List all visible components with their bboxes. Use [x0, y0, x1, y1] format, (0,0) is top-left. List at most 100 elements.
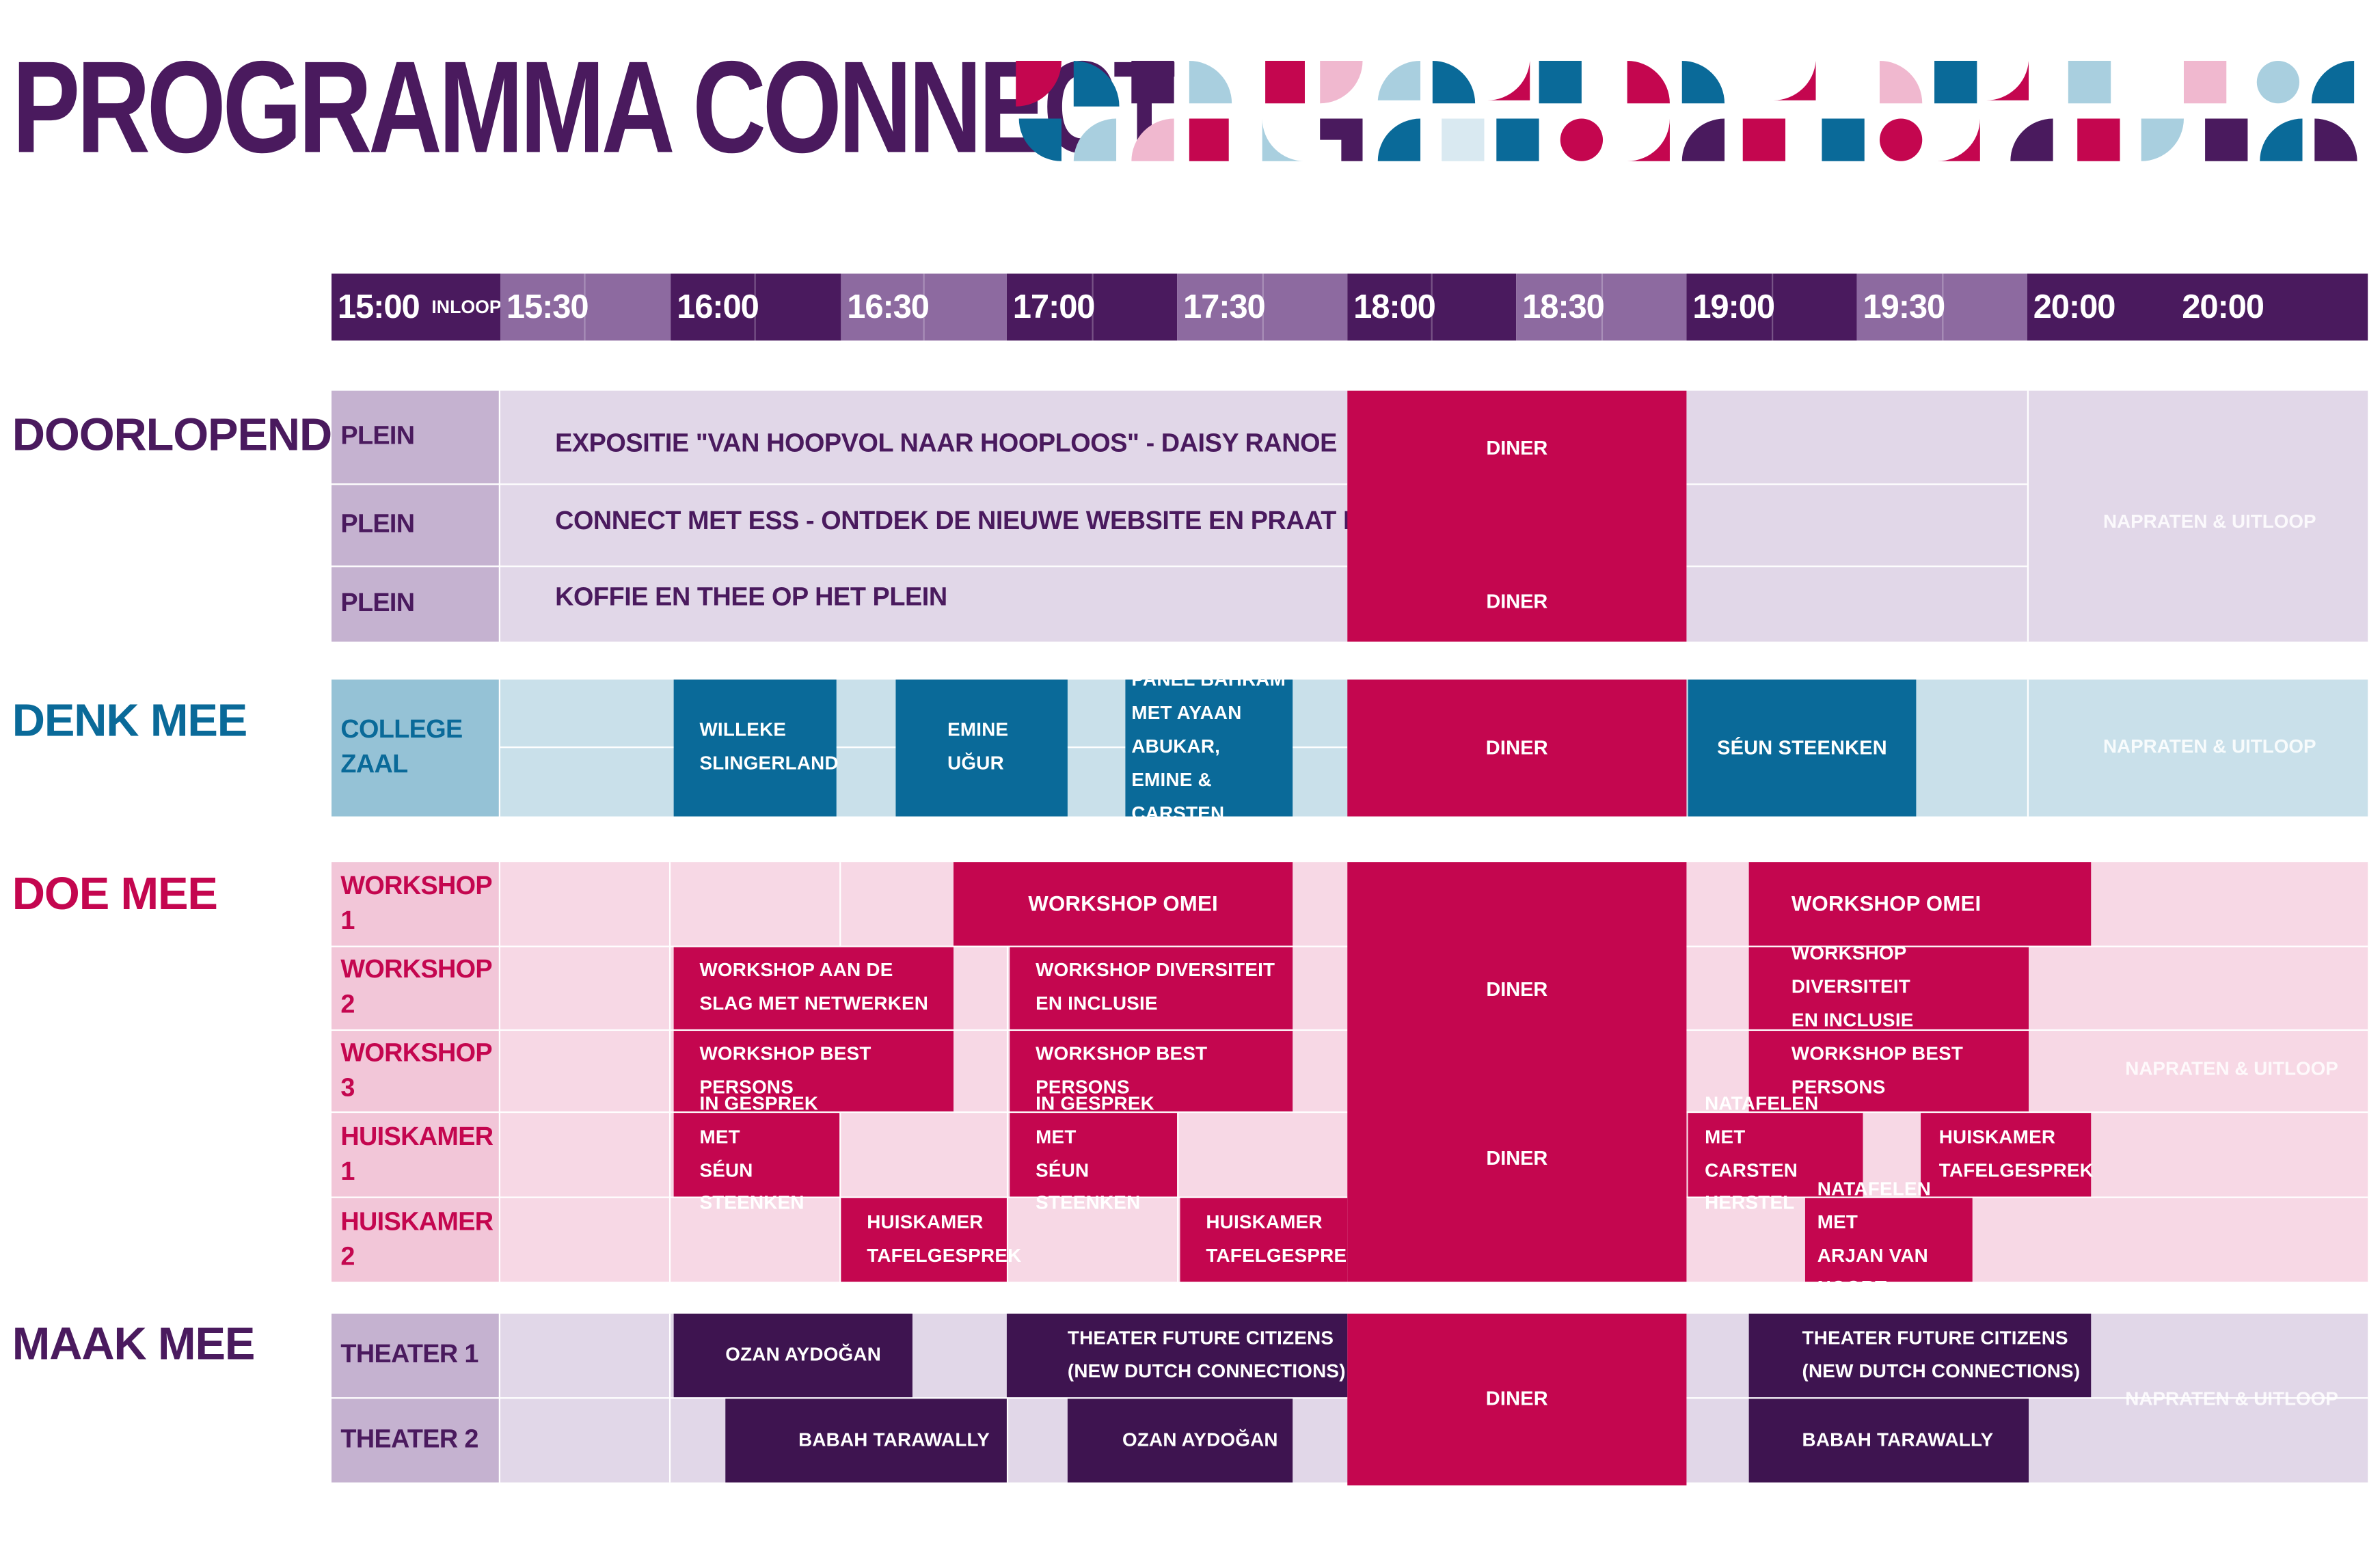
row-label-plein: PLEIN	[332, 485, 499, 566]
session-theater-future[interactable]: THEATER FUTURE CITIZENS (NEW DUTCH CONNE…	[1006, 1313, 1348, 1398]
connect-item: CONNECT MET ESS - ONTDEK DE NIEUWE WEBSI…	[555, 506, 1398, 535]
session-line: NATAFELEN MET	[1705, 1092, 1819, 1148]
row-divider	[332, 565, 1348, 567]
doorlopend-background	[500, 390, 1348, 642]
header-17-00: 17:00	[1006, 273, 1178, 341]
koffie-item: KOFFIE EN THEE OP HET PLEIN	[555, 582, 947, 612]
session-huiskamer[interactable]: HUISKAMER TAFELGESPREK	[1921, 1113, 2094, 1197]
row-label-college-zaal: COLLEGE ZAAL	[332, 679, 499, 817]
row-label-plein: PLEIN	[332, 567, 499, 642]
header-divider	[923, 273, 925, 341]
section-denk-mee: DENK MEE	[12, 696, 248, 747]
diner-label: DINER	[1486, 436, 1548, 459]
session-panel[interactable]: PANEL BAHRAM MET AYAAN ABUKAR, EMINE & C…	[1125, 669, 1293, 824]
header-divider	[1942, 273, 1944, 341]
diner-label: DINER	[1486, 1146, 1548, 1170]
session-in-gesprek[interactable]: IN GESPREK MET SÉUN STEENKEN	[1010, 1093, 1178, 1214]
diner-label: DINER	[1486, 977, 1548, 1001]
header-divider	[1772, 273, 1774, 341]
decorative-pattern	[1016, 60, 2357, 161]
session-best-persons[interactable]: WORKSHOP BEST PERSONS	[1748, 1031, 2029, 1111]
session-diversiteit[interactable]: WORKSHOP DIVERSITEIT EN INCLUSIE	[1748, 943, 2029, 1031]
session-workshop-omei[interactable]: WORKSHOP OMEI	[1748, 862, 2092, 946]
session-line: EMINE & CARSTEN	[1131, 769, 1225, 824]
row-divider	[1686, 483, 2027, 485]
header-time: 20:00	[2033, 287, 2116, 326]
session-ozan[interactable]: OZAN AYDOĞAN	[673, 1313, 912, 1398]
session-best-persons[interactable]: WORKSHOP BEST PERSONS	[673, 1031, 954, 1111]
session-line: EMINE	[947, 719, 1009, 741]
header-18-30: 18:30	[1516, 273, 1687, 341]
session-line: CARSTEN HERSTEL	[1705, 1159, 1798, 1214]
header-16-00: 16:00	[671, 273, 841, 341]
session-natafelen[interactable]: NATAFELEN MET ARJAN VAN NOORT	[1804, 1178, 1973, 1299]
grid-line	[668, 862, 671, 1282]
session-netwerken[interactable]: WORKSHOP AAN DE SLAG MET NETWERKEN	[673, 947, 954, 1029]
section-doe-mee: DOE MEE	[12, 869, 218, 920]
header-15-30: 15:30	[500, 273, 671, 341]
session-line: THEATER FUTURE CITIZENS	[1802, 1326, 2068, 1349]
row-label-huiskamer-2: HUISKAMER 2	[332, 1198, 499, 1282]
header-time: 20:00	[2182, 287, 2264, 326]
session-line: WORKSHOP DIVERSITEIT	[1036, 959, 1275, 981]
row-label-workshop-2: WORKSHOP 2	[332, 947, 499, 1029]
row-divider	[1686, 565, 2027, 567]
grid-line	[1006, 862, 1009, 1282]
session-diversiteit[interactable]: WORKSHOP DIVERSITEIT EN INCLUSIE	[1010, 947, 1293, 1029]
session-line: HUISKAMER	[1206, 1211, 1323, 1233]
header-divider	[1601, 273, 1604, 341]
session-emine[interactable]: EMINE UĞUR	[895, 679, 1068, 817]
session-ozan[interactable]: OZAN AYDOĞAN	[1067, 1399, 1293, 1483]
session-theater-future[interactable]: THEATER FUTURE CITIZENS (NEW DUTCH CONNE…	[1748, 1313, 2092, 1398]
expositie-item: EXPOSITIE "VAN HOOPVOL NAAR HOOPLOOS" - …	[555, 429, 1337, 458]
session-line: SLAG MET NETWERKEN	[699, 993, 929, 1014]
session-line: IN GESPREK MET	[699, 1092, 819, 1148]
header-divider	[1092, 273, 1094, 341]
row-label-theater-1: THEATER 1	[332, 1313, 499, 1398]
session-babah[interactable]: BABAH TARAWALLY	[725, 1399, 1007, 1483]
session-huiskamer[interactable]: HUISKAMER TAFELGESPREK	[841, 1198, 1021, 1282]
zaal-label: ZAAL	[340, 749, 408, 779]
section-maak-mee: MAAK MEE	[12, 1319, 256, 1371]
header-time: 18:30	[1522, 287, 1605, 326]
session-line: TAFELGESPREK	[1938, 1159, 2094, 1181]
college-label: COLLEGE	[340, 714, 463, 744]
header-time: 19:00	[1692, 287, 1775, 326]
session-line: WORKSHOP DIVERSITEIT	[1791, 943, 1910, 998]
session-line: MET AYAAN ABUKAR,	[1131, 703, 1242, 757]
diner-block: DINER	[1347, 679, 1687, 817]
session-willeke[interactable]: WILLEKE SLINGERLAND	[673, 679, 839, 817]
session-line: IN GESPREK MET	[1036, 1092, 1154, 1148]
session-line: SÉUN STEENKEN	[699, 1159, 804, 1214]
session-babah[interactable]: BABAH TARAWALLY	[1748, 1399, 2029, 1483]
session-line: SLINGERLAND	[699, 753, 839, 774]
header-16-30: 16:30	[841, 273, 1007, 341]
session-line: TAFELGESPREK	[867, 1244, 1022, 1266]
header-divider	[584, 273, 586, 341]
session-seun[interactable]: SÉUN STEENKEN	[1688, 679, 1917, 817]
session-natafelen[interactable]: NATAFELEN MET CARSTEN HERSTEL	[1688, 1093, 1863, 1214]
session-workshop-omei[interactable]: WORKSHOP OMEI	[954, 862, 1293, 946]
session-in-gesprek[interactable]: IN GESPREK MET SÉUN STEENKEN	[673, 1093, 840, 1214]
session-line: (NEW DUTCH CONNECTIONS)	[1802, 1360, 2081, 1381]
header-divider	[1431, 273, 1433, 341]
session-best-persons[interactable]: WORKSHOP BEST PERSONS	[1010, 1031, 1293, 1111]
session-line: SÉUN STEENKEN	[1036, 1159, 1141, 1214]
header-20-00: 20:00 20:00	[2027, 273, 2368, 341]
row-label-theater-2: THEATER 2	[332, 1399, 499, 1483]
header-inloop: INLOOP	[431, 296, 502, 318]
session-line: TAFELGESPREK	[1206, 1244, 1361, 1266]
header-time: 17:00	[1012, 287, 1096, 326]
session-line: ARJAN VAN NOORT	[1817, 1244, 1928, 1299]
header-time: 15:30	[506, 287, 589, 326]
diner-block	[1347, 390, 1687, 642]
divider	[2027, 390, 2029, 642]
session-huiskamer[interactable]: HUISKAMER TAFELGESPREK	[1180, 1198, 1360, 1282]
header-time: 19:30	[1863, 287, 1946, 326]
session-line: WORKSHOP AAN DE	[699, 959, 893, 981]
session-line: UĞUR	[947, 753, 1004, 774]
doorlopend-background-right	[1686, 390, 2368, 642]
row-label-plein: PLEIN	[332, 390, 499, 484]
header-18-00: 18:00	[1347, 273, 1517, 341]
row-label-workshop-1: WORKSHOP 1	[332, 862, 499, 946]
